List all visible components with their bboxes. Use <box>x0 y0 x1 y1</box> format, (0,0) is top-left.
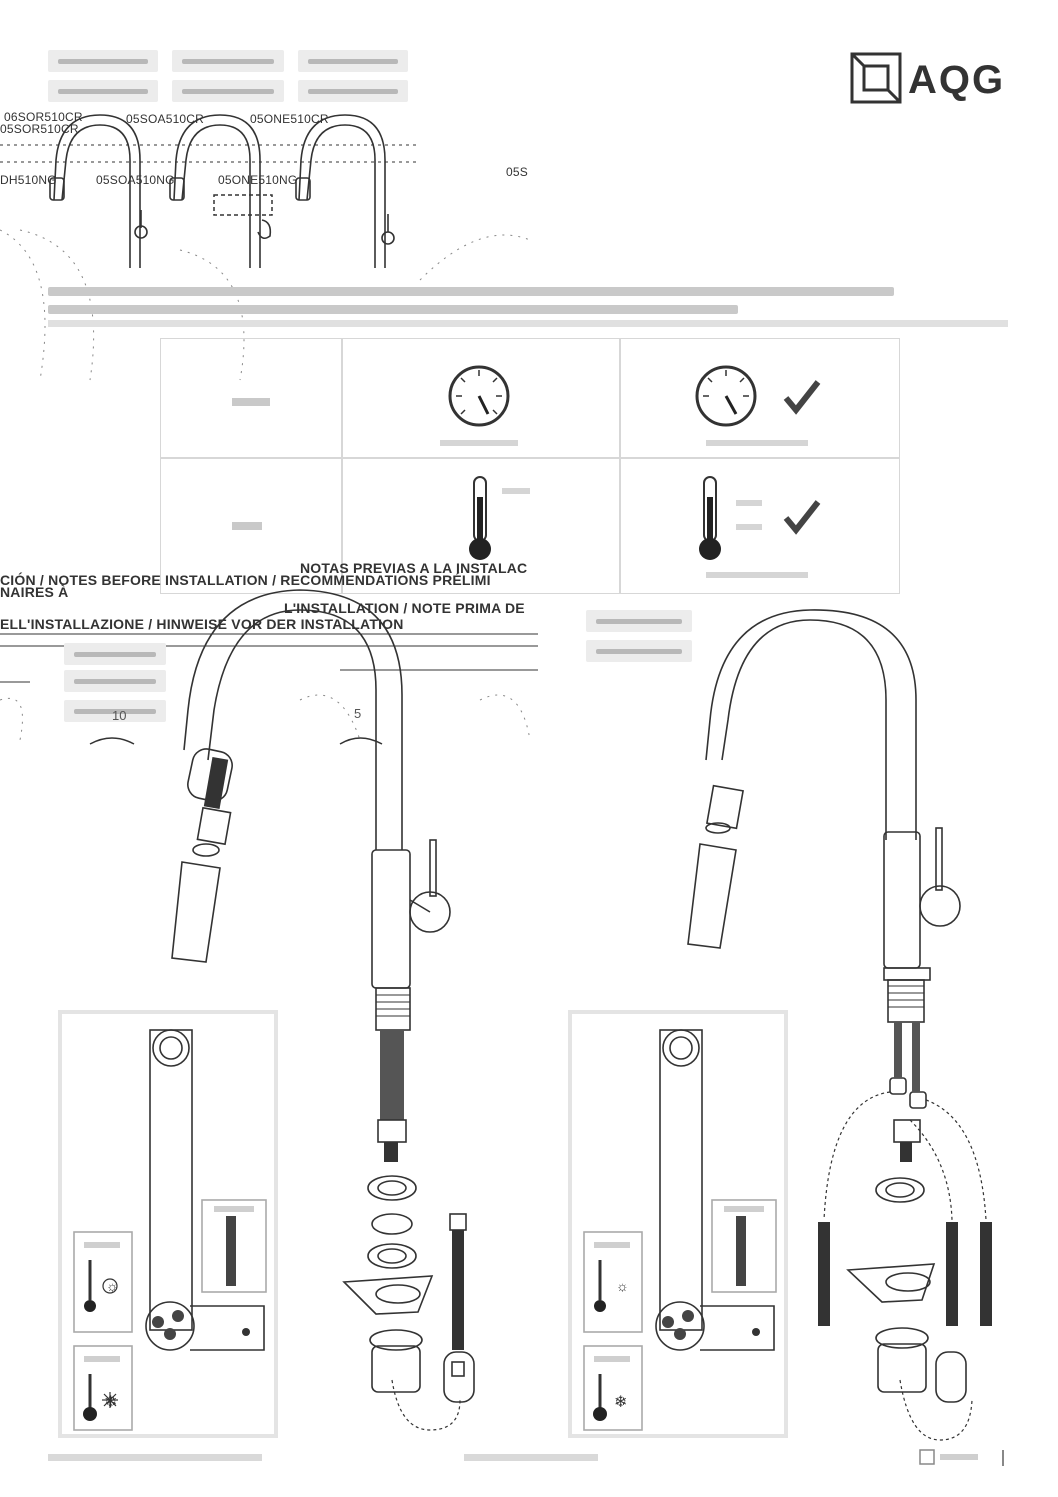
footer-url-placeholder <box>464 1454 598 1461</box>
snowflake-cold-icon-right: ❄ <box>614 1394 628 1411</box>
sun-hot-icon-right: ☼ <box>616 1278 629 1294</box>
notes-heading-bar-1 <box>48 287 894 296</box>
checkmark-icon-temp <box>783 500 821 535</box>
variant-chip-right-2 <box>586 640 692 662</box>
table-cell-pressure-min <box>342 338 620 458</box>
variant-chip-left-3 <box>64 700 166 722</box>
model-code-chrome-2: 05SOA510CR <box>126 112 205 126</box>
aqg-logo-icon <box>850 52 902 104</box>
temp-ok-range-1 <box>736 500 762 506</box>
table-cell-pressure-label <box>160 338 342 458</box>
variant-chip-left-2 <box>64 670 166 692</box>
table-cell-temp-ok <box>620 458 900 594</box>
chip-3 <box>298 50 408 72</box>
model-code-black-2: 05SOA510NG <box>96 173 175 187</box>
temp-label-placeholder <box>232 522 262 530</box>
notes-divider <box>48 320 1008 327</box>
faucet-drawing-left <box>0 589 531 1431</box>
model-code-black-3: 05ONE510NG <box>218 173 298 187</box>
chip-6 <box>298 80 408 102</box>
detail-panel-left-drawing <box>73 1029 267 1431</box>
thermometer-icon <box>469 476 491 560</box>
table-cell-pressure-ok <box>620 338 900 458</box>
footer-ref-placeholder <box>48 1454 262 1461</box>
detail-panel-right-drawing <box>583 1029 777 1431</box>
sun-hot-icon: ☼ <box>106 1278 119 1294</box>
chip-4 <box>48 80 158 102</box>
temp-ok-range-2 <box>736 524 762 530</box>
pressure-label-placeholder <box>232 398 270 406</box>
pressure-gauge-icon-ok <box>695 365 757 427</box>
model-code-chrome-1: 06SOR510CR <box>4 110 83 124</box>
pressure-gauge-icon <box>448 365 510 427</box>
callout-number-5: 5 <box>354 706 362 721</box>
detail-panel-right <box>568 1010 788 1438</box>
notes-heading-line3: L'INSTALLATION / NOTE PRIMA DE <box>284 600 525 616</box>
table-cell-temp-label <box>160 458 342 594</box>
model-code-chrome-3: 05ONE510CR <box>250 112 329 126</box>
footer-logo-icon <box>919 1449 1004 1466</box>
model-code-partial-right: 05S <box>506 165 528 179</box>
snowflake-cold-icon: ❄ <box>104 1394 118 1411</box>
notes-heading-line1: CIÓN / NOTES BEFORE INSTALLATION / RECOM… <box>0 572 491 588</box>
thermometer-icon-ok <box>699 476 721 560</box>
pressure-min-caption <box>440 440 518 446</box>
notes-heading-line2: NAIRES À <box>0 584 69 600</box>
pressure-ok-caption <box>706 440 808 446</box>
notes-heading-line4: ELL'INSTALLAZIONE / HINWEISE VOR DER INS… <box>0 616 404 632</box>
brand-name: AQG <box>908 58 1006 102</box>
chip-1 <box>48 50 158 72</box>
callout-number-10: 10 <box>112 708 127 723</box>
temp-max-caption <box>502 488 530 494</box>
checkmark-icon <box>783 380 821 415</box>
detail-panel-left <box>58 1010 278 1438</box>
variant-chip-right-1 <box>586 610 692 632</box>
table-cell-temp-max <box>342 458 620 594</box>
notes-heading-right: NOTAS PREVIAS A LA INSTALAC <box>300 560 528 576</box>
faucet-drawing-right <box>687 609 992 1441</box>
chip-2 <box>172 50 284 72</box>
variant-chip-left-1 <box>64 643 166 665</box>
notes-heading-bar-2 <box>48 305 738 314</box>
chip-5 <box>172 80 284 102</box>
temp-ok-caption <box>706 572 808 578</box>
faucet-thumbnails <box>0 114 531 381</box>
model-code-chrome-overlap: 05SOR510CR <box>0 122 79 136</box>
model-code-black-partial: DH510NG <box>0 173 57 187</box>
